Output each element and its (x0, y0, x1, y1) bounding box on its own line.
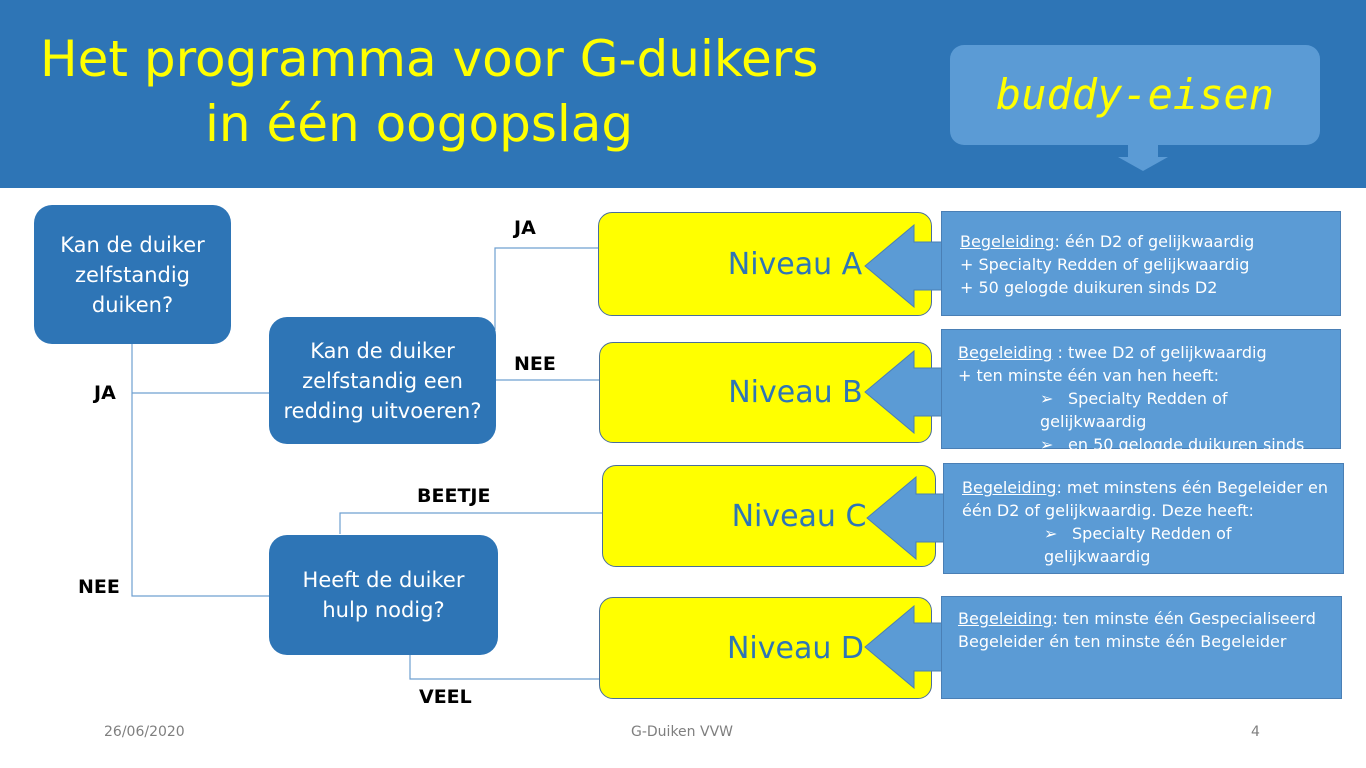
question-text-needs-help: Heeft de duiker hulp nodig? (302, 568, 465, 622)
requirements-a-line1: Begeleiding: één D2 of gelijkwaardig (960, 230, 1328, 253)
question-box-self-rescue: Kan de duiker zelfstandig een redding ui… (269, 317, 496, 444)
connector-q3-much (409, 654, 601, 680)
question-box-self-dive: Kan de duiker zelfstandig duiken? (34, 205, 231, 344)
question-text-self-rescue: Kan de duiker zelfstandig een redding ui… (283, 338, 482, 423)
requirements-d-text1: : ten minste één Gespecialiseerd (1052, 609, 1316, 628)
footer-title: G-Duiken VVW (631, 724, 733, 740)
level-b-label: Niveau B (728, 375, 863, 410)
requirements-b-line1: Begeleiding : twee D2 of gelijkwaardig (958, 341, 1328, 364)
requirements-c-line2: één D2 of gelijkwaardig. Deze heeft: (962, 501, 1254, 520)
requirements-d-line1: Begeleiding: ten minste één Gespecialise… (958, 607, 1329, 630)
edge-label-q3-little: BEETJE (417, 485, 491, 507)
requirements-a-text1: : één D2 of gelijkwaardig (1054, 232, 1255, 251)
left-arrow-icon (866, 476, 948, 560)
slide-header: Het programma voor G-duikers in één oogo… (0, 0, 1366, 188)
requirements-box-c: Begeleiding: met minstens één Begeleider… (943, 463, 1344, 574)
left-arrow-icon (864, 605, 946, 689)
requirements-b-line2: + ten minste één van hen heeft: (958, 366, 1220, 385)
connector-q1-stem (131, 344, 270, 597)
edge-label-q1-no: NEE (78, 576, 120, 598)
buddy-eisen-callout: buddy-eisen (950, 45, 1320, 145)
footer-date: 26/06/2020 (104, 724, 185, 740)
question-box-needs-help: Heeft de duiker hulp nodig? (269, 535, 498, 655)
connector-q3-little (339, 512, 603, 534)
requirements-c-line1: Begeleiding: met minstens één Begeleider… (962, 476, 1331, 499)
left-arrow-icon (864, 224, 946, 308)
requirements-c-bullet1: Specialty Redden of gelijkwaardig (962, 522, 1331, 568)
level-c-label: Niveau C (731, 498, 867, 534)
level-a-label: Niveau A (727, 246, 863, 282)
requirements-b-bullet1: Specialty Redden of gelijkwaardig (958, 387, 1328, 433)
requirements-b-text1: : twee D2 of gelijkwaardig (1052, 343, 1267, 362)
level-b-box: Niveau B (599, 342, 932, 443)
slide-title-line1: Het programma voor G-duikers (40, 30, 819, 88)
callout-pointer-icon (1118, 145, 1168, 171)
requirements-b-title: Begeleiding (958, 343, 1053, 362)
edge-label-q1-yes: JA (94, 382, 116, 404)
requirements-c-title: Begeleiding (962, 478, 1057, 497)
requirements-d-title: Begeleiding (958, 609, 1053, 628)
requirements-a-title: Begeleiding (960, 232, 1055, 251)
left-arrow-icon (864, 350, 946, 434)
slide-title-line2: in één oogopslag (205, 95, 634, 153)
connector-q2-yes (494, 247, 600, 330)
question-text-self-dive: Kan de duiker zelfstandig duiken? (60, 232, 205, 317)
requirements-d-line2: Begeleider én ten minste één Begeleider (958, 632, 1287, 651)
edge-label-q2-no: NEE (514, 353, 556, 375)
requirements-box-b: Begeleiding : twee D2 of gelijkwaardig +… (941, 329, 1341, 477)
edge-label-q2-yes: JA (514, 217, 536, 239)
edge-label-q3-much: VEEL (419, 686, 472, 708)
requirements-box-d: Begeleiding: ten minste één Gespecialise… (941, 596, 1342, 699)
requirements-c-text1: : met minstens één Begeleider en (1056, 478, 1329, 497)
requirements-a-line2: + Specialty Redden of gelijkwaardig (960, 255, 1250, 274)
footer-page-number: 4 (1251, 724, 1260, 740)
requirements-box-a: Begeleiding: één D2 of gelijkwaardig + S… (941, 211, 1341, 316)
buddy-eisen-label: buddy-eisen (995, 70, 1275, 119)
level-d-label: Niveau D (726, 630, 865, 666)
requirements-a-line3: + 50 gelogde duikuren sinds D2 (960, 278, 1218, 297)
